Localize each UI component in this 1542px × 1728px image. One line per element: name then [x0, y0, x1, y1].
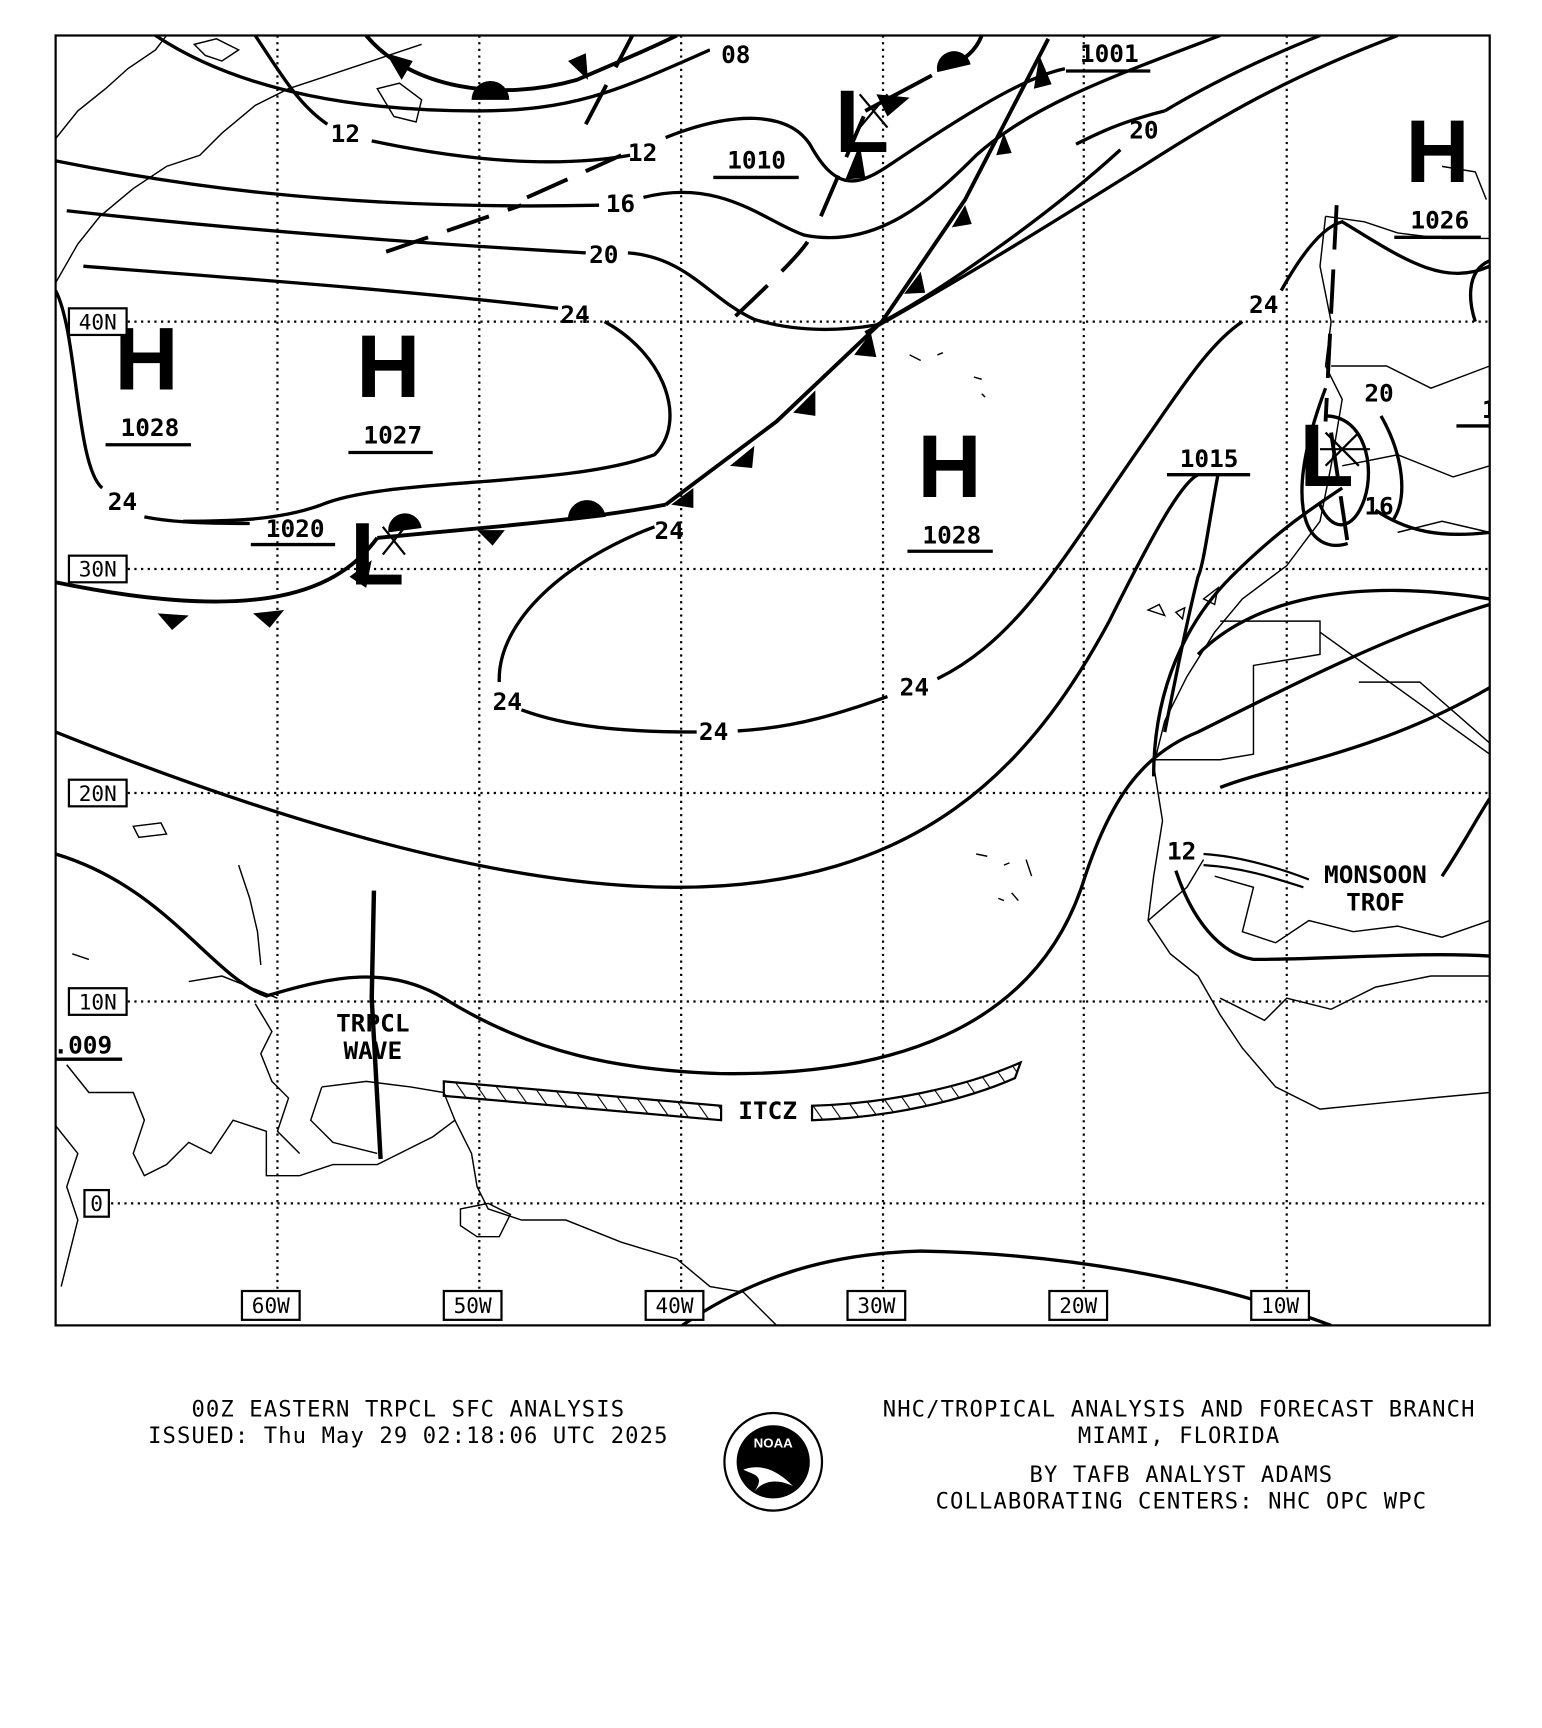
svg-text:1026: 1026	[1410, 205, 1469, 234]
monsoon-trough-label: TROF	[1346, 888, 1405, 917]
svg-text:H: H	[918, 417, 982, 516]
agency-location: MIAMI, FLORIDA	[1078, 1423, 1280, 1449]
isobar-label: 20	[1364, 378, 1393, 407]
longitude-labels: 60W 50W 40W 30W 20W 10W	[240, 1289, 1311, 1321]
cold-front-west	[55, 536, 379, 630]
lon-label: 20W	[1059, 1293, 1097, 1318]
itcz-label: ITCZ	[738, 1096, 797, 1125]
svg-text:H: H	[356, 317, 420, 416]
svg-text:1027: 1027	[363, 421, 422, 450]
warm-front-north	[364, 35, 678, 100]
lon-label: 30W	[857, 1293, 895, 1318]
partial-label-right: 1	[1456, 395, 1497, 428]
high-center: H 1026	[1394, 102, 1481, 240]
isobar-label: 16	[1364, 492, 1393, 521]
lat-label: 0	[90, 1191, 103, 1216]
feature-labels: TRPCL WAVE ITCZ MONSOON TROF	[336, 860, 1427, 1125]
lat-label: 10N	[79, 989, 117, 1014]
tropical-wave-label: WAVE	[343, 1036, 402, 1065]
isobar-label: 24	[655, 516, 684, 545]
low-center-label: 1001	[1066, 39, 1151, 73]
svg-text:.009: .009	[53, 1031, 112, 1060]
low-center: L 1015	[1166, 406, 1354, 505]
low-center: L 1020	[250, 505, 404, 604]
lon-label: 40W	[655, 1293, 693, 1318]
lon-label: 10W	[1261, 1293, 1299, 1318]
partial-label-left: .009	[53, 1031, 123, 1061]
isobar-label: 08	[721, 40, 750, 69]
isobar-label: 16	[606, 189, 635, 218]
coastlines	[55, 35, 1490, 1326]
isobar-labels: 08 12 12 16 20 20 24 24 24 24 24 24 24 2…	[108, 38, 1394, 866]
tropical-wave-axis	[369, 890, 383, 1160]
svg-text:1028: 1028	[922, 520, 981, 549]
noaa-logo: NOAA	[723, 1411, 824, 1512]
svg-text:1015: 1015	[1180, 444, 1239, 473]
isobars	[55, 35, 1490, 1326]
isobar-label: 12	[1167, 837, 1196, 866]
low-center-markers	[381, 93, 1370, 556]
lat-lon-grid	[111, 35, 1490, 1293]
isobar-label: 24	[1249, 290, 1278, 319]
map-frame	[54, 34, 1491, 1327]
monsoon-trough-label: MONSOON	[1324, 860, 1427, 889]
collaborating-centers: COLLABORATING CENTERS: NHC OPC WPC	[936, 1488, 1428, 1514]
isobar-label: 12	[331, 119, 360, 148]
chart-title: 00Z EASTERN TRPCL SFC ANALYSIS	[191, 1396, 625, 1422]
isobar-label: 24	[108, 487, 137, 516]
low-center: L 1010	[713, 72, 889, 180]
isobar-label: 24	[900, 672, 929, 701]
occluded-front	[864, 35, 984, 117]
svg-text:NOAA: NOAA	[754, 1435, 794, 1450]
cold-front-main	[664, 37, 1052, 508]
svg-text:H: H	[1406, 102, 1470, 201]
svg-text:1020: 1020	[266, 514, 325, 543]
lon-label: 50W	[454, 1293, 492, 1318]
lat-label: 30N	[79, 557, 117, 582]
isobar-label: 12	[628, 138, 657, 167]
monsoon-trough	[1147, 852, 1310, 922]
isobar-label: 20	[589, 240, 618, 269]
high-center: H 1028	[907, 417, 993, 553]
svg-text:1: 1	[1482, 395, 1497, 424]
isobar-label: 20	[1129, 116, 1158, 145]
svg-text:L: L	[835, 72, 889, 171]
stationary-front	[377, 500, 666, 546]
svg-text:1028: 1028	[121, 413, 180, 442]
lat-label: 20N	[79, 781, 117, 806]
issued-time: ISSUED: Thu May 29 02:18:06 UTC 2025	[148, 1423, 668, 1449]
svg-text:L: L	[1300, 406, 1354, 505]
isobar-label: 24	[493, 687, 522, 716]
svg-text:1001: 1001	[1080, 39, 1139, 68]
lat-label: 40N	[79, 309, 117, 334]
svg-text:L: L	[350, 505, 404, 604]
latitude-labels: 40N 30N 20N 10N 0	[67, 307, 128, 1218]
isobar-label: 24	[699, 717, 728, 746]
isobar-label: 24	[560, 300, 589, 329]
footer: 00Z EASTERN TRPCL SFC ANALYSIS ISSUED: T…	[148, 1396, 1476, 1514]
high-center: H 1027	[348, 317, 433, 455]
itcz	[442, 1060, 1023, 1122]
analyst: BY TAFB ANALYST ADAMS	[1030, 1462, 1334, 1488]
tropical-wave-label: TRPCL	[336, 1008, 409, 1037]
agency-name: NHC/TROPICAL ANALYSIS AND FORECAST BRANC…	[883, 1396, 1476, 1422]
svg-text:1010: 1010	[727, 146, 786, 175]
pressure-centers: H 1028 H 1027 L 1020 L 1010 1001	[53, 39, 1497, 1061]
low-1015-ring	[1318, 414, 1371, 527]
lon-label: 60W	[252, 1293, 290, 1318]
